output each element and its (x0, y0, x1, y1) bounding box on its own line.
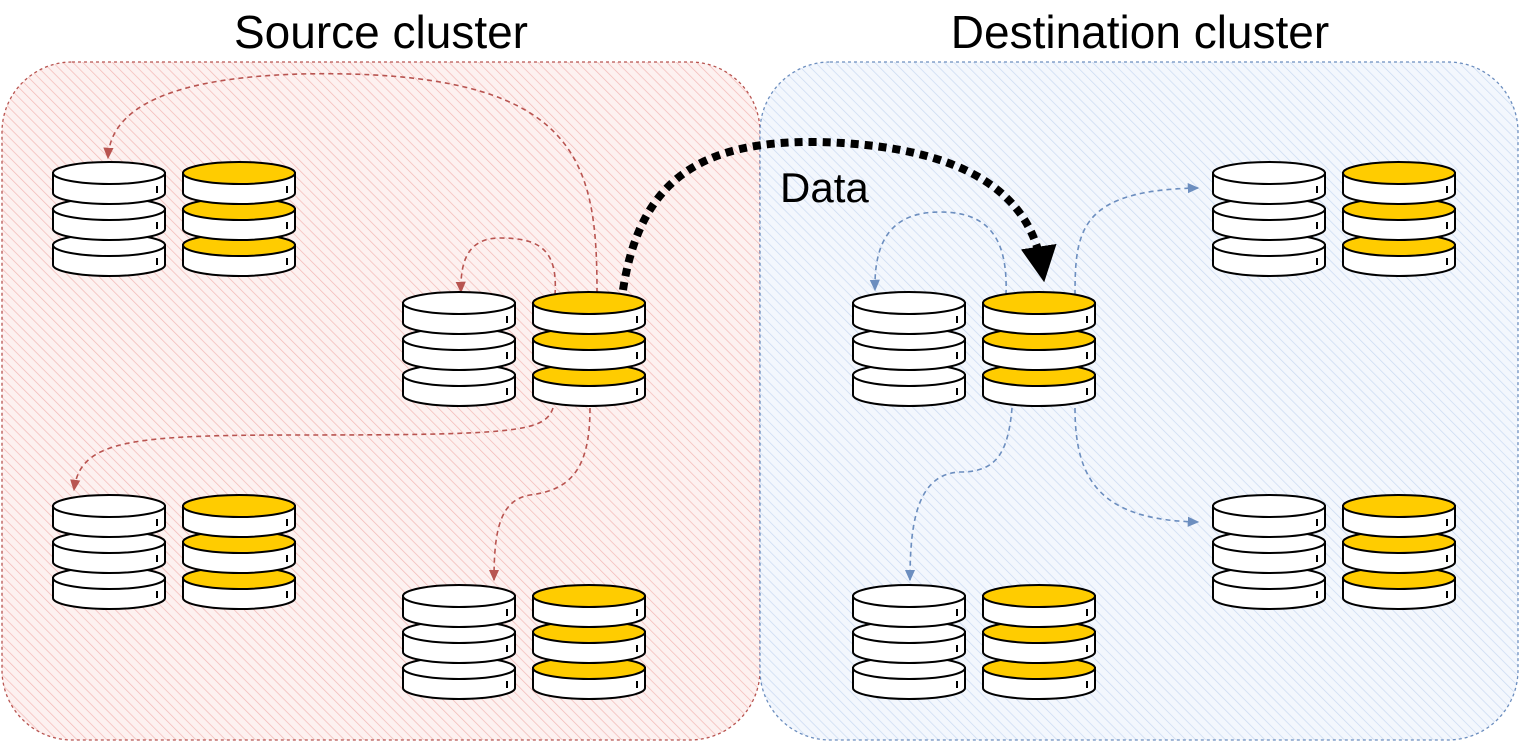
disk-top (402, 584, 516, 608)
disk-top (1212, 161, 1326, 185)
empty-disk-stack (1212, 161, 1326, 277)
filled-disk-stack (1342, 494, 1456, 610)
replication-arrow (455, 237, 557, 296)
filled-disk-stack (1342, 161, 1456, 277)
filled-disk-stack (982, 291, 1096, 407)
empty-disk-stack (1212, 494, 1326, 610)
empty-disk-stack (52, 494, 166, 610)
filled-disk-stack (182, 161, 296, 277)
disk-top (852, 584, 966, 608)
disk-top (532, 291, 646, 315)
disk-top (52, 494, 166, 518)
empty-disk-stack (402, 291, 516, 407)
replication-arrow (70, 407, 554, 492)
empty-disk-stack (852, 584, 966, 700)
disk-stacks (52, 161, 1456, 700)
data-transfer: Data (619, 137, 1057, 291)
destination-cluster-title: Destination cluster (951, 6, 1329, 58)
data-transfer-arrow (619, 137, 1057, 291)
disk-top (852, 291, 966, 315)
replication-arrow (869, 211, 1007, 296)
filled-disk-stack (532, 291, 646, 407)
disk-top (982, 291, 1096, 315)
disk-top (52, 161, 166, 185)
filled-disk-stack (982, 584, 1096, 700)
disk-top (182, 494, 296, 518)
destination-cluster: Destination cluster (759, 6, 1519, 741)
disk-top (402, 291, 516, 315)
disk-top (1342, 161, 1456, 185)
disk-top (982, 584, 1096, 608)
replication-arrow (904, 407, 1013, 582)
disk-top (1212, 494, 1326, 518)
source-cluster-title: Source cluster (234, 6, 528, 58)
filled-disk-stack (182, 494, 296, 610)
disk-top (182, 161, 296, 185)
empty-disk-stack (852, 291, 966, 407)
empty-disk-stack (402, 584, 516, 700)
replication-arrow (488, 407, 591, 582)
empty-disk-stack (52, 161, 166, 277)
disk-top (1342, 494, 1456, 518)
disk-top (532, 584, 646, 608)
replication-arrow (1074, 183, 1200, 296)
destination-replication-arrows (869, 183, 1200, 582)
source-cluster: Source cluster (1, 6, 761, 741)
data-transfer-label: Data (780, 164, 869, 211)
filled-disk-stack (532, 584, 646, 700)
destination-cluster-box (759, 61, 1519, 741)
source-replication-arrows (70, 72, 598, 582)
